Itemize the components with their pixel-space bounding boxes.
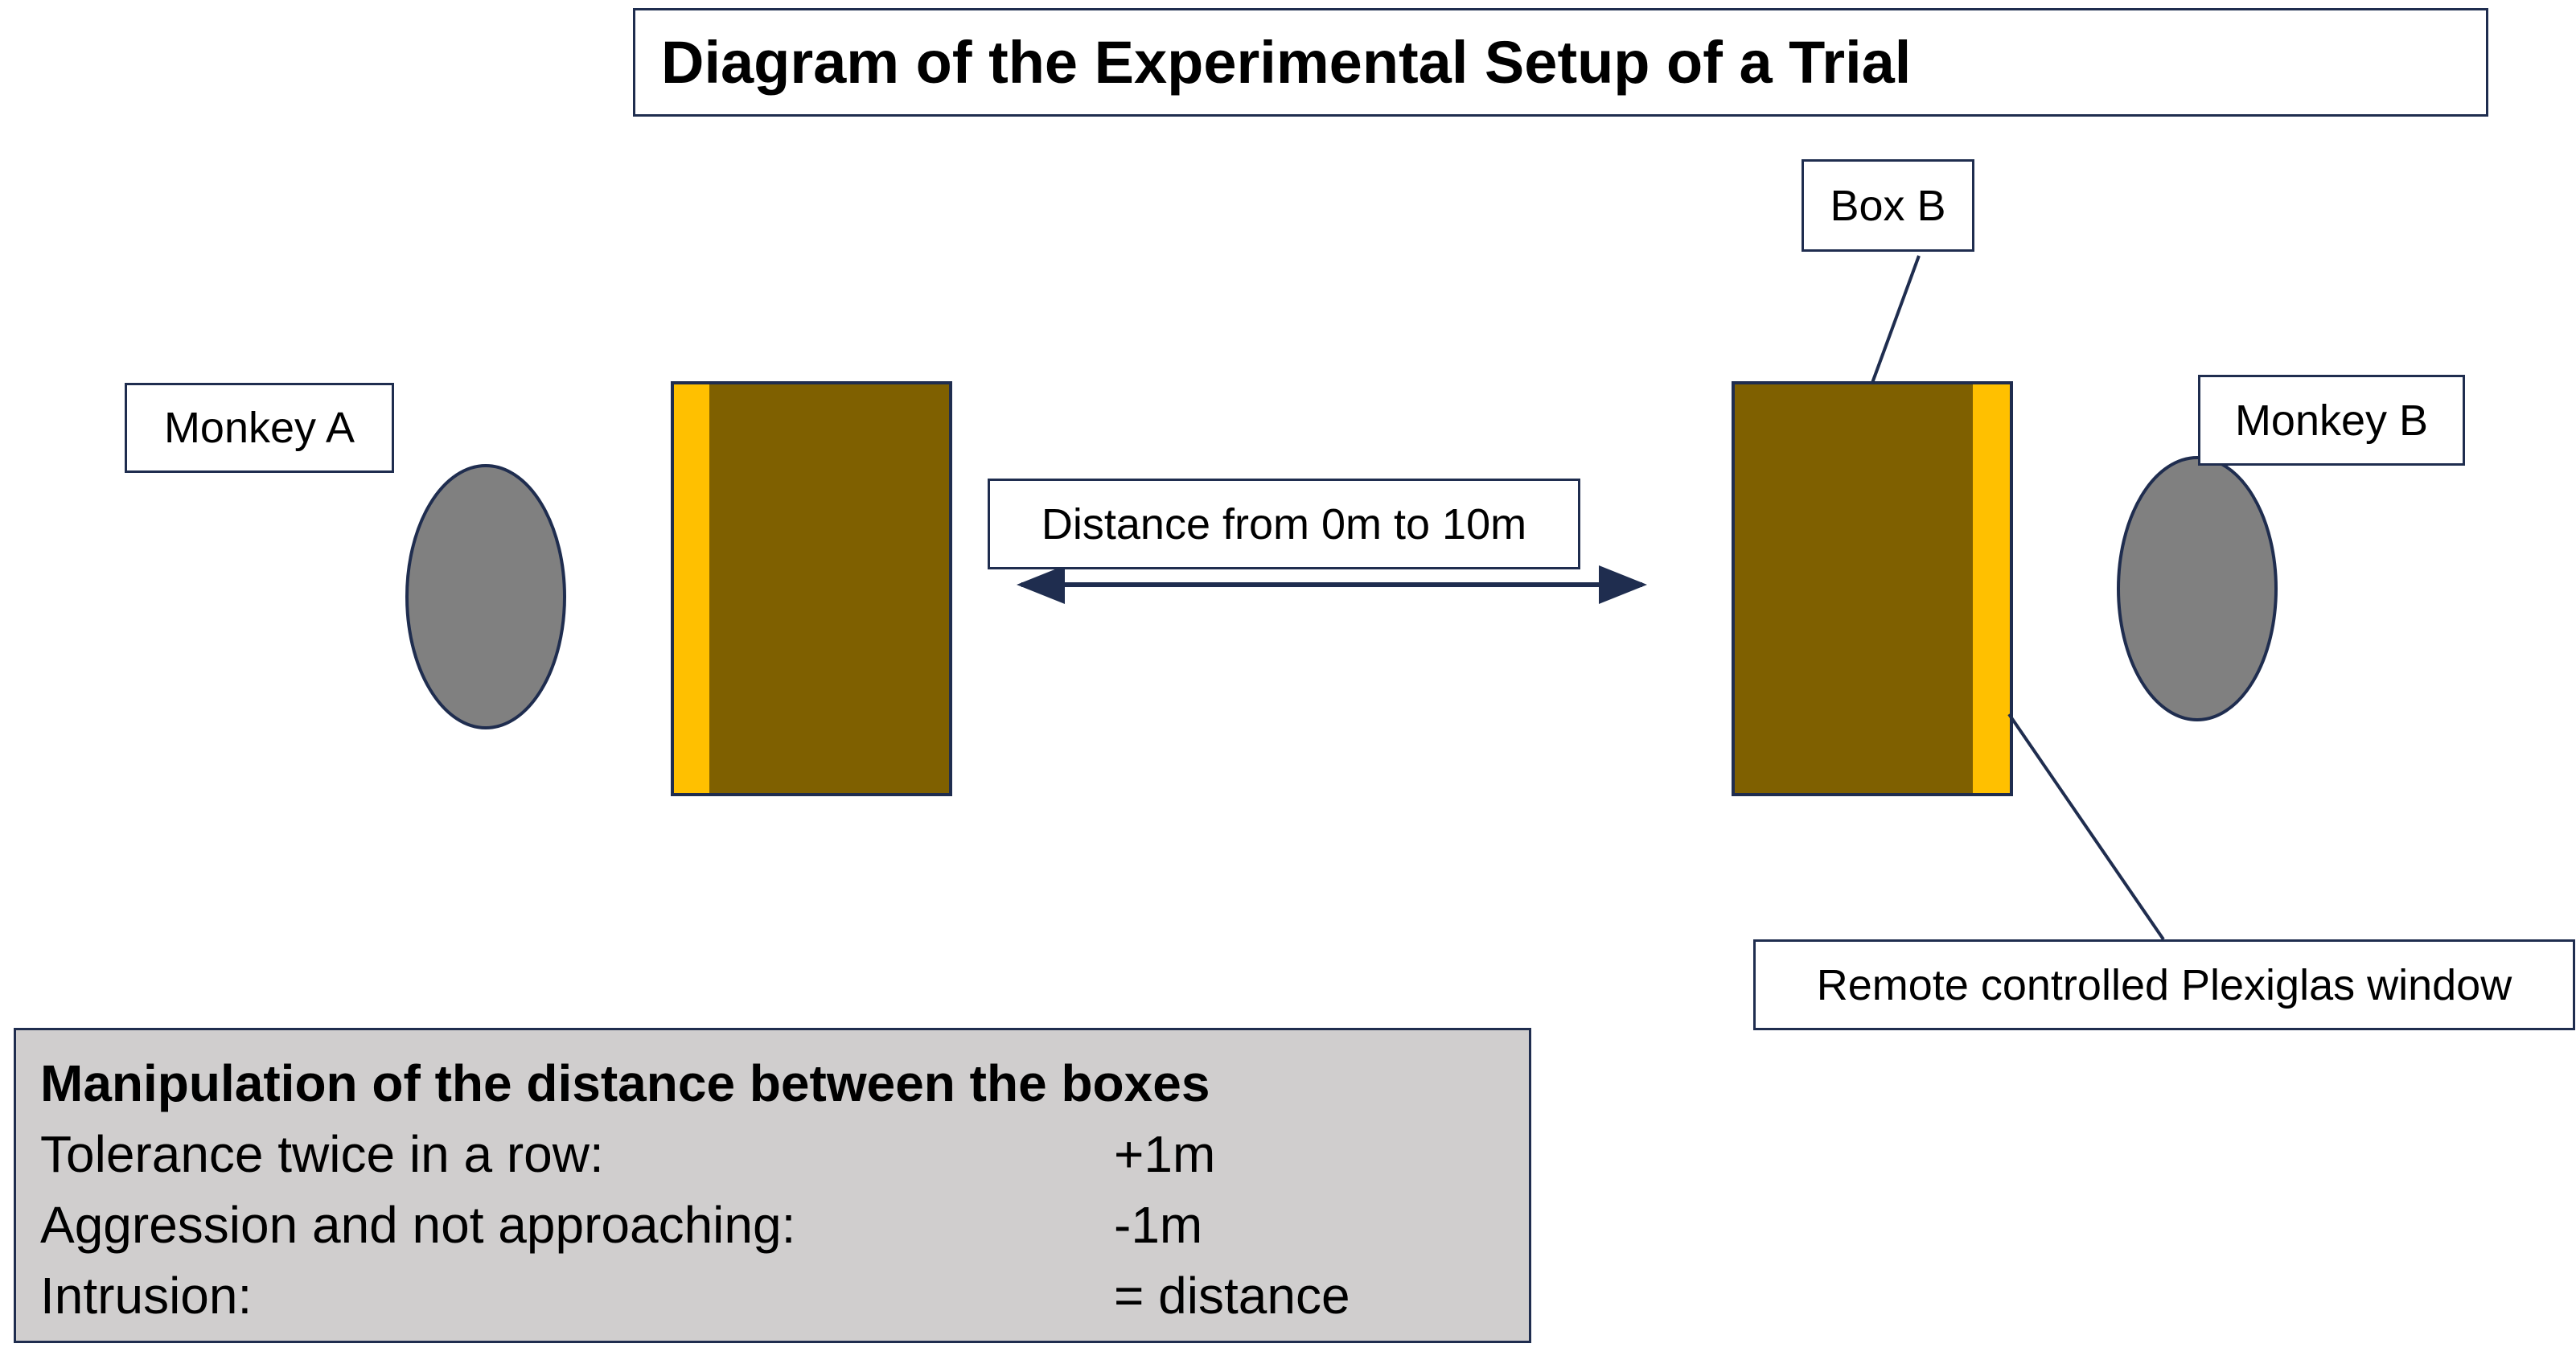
rule-condition: Aggression and not approaching: (40, 1196, 796, 1254)
rule-value: +1m (1114, 1125, 1216, 1183)
box-b-leader-line (1871, 255, 1921, 384)
monkey-a-shape (405, 464, 566, 729)
box-b-label: Box B (1802, 159, 1974, 252)
diagram-title: Diagram of the Experimental Setup of a T… (633, 8, 2488, 117)
window-leader-line (2007, 713, 2165, 941)
box-a (671, 381, 952, 796)
box-a-window (672, 383, 709, 795)
rule-condition: Intrusion: (40, 1267, 253, 1325)
rule-row: Aggression and not approaching: -1m (40, 1189, 1529, 1260)
box-b (1732, 381, 2013, 796)
rule-value: -1m (1114, 1196, 1203, 1254)
distance-rules-panel: Manipulation of the distance between the… (14, 1028, 1531, 1343)
monkey-b-shape (2117, 456, 2278, 721)
plexiglas-window-label: Remote controlled Plexiglas window (1753, 939, 2575, 1030)
box-b-window (1973, 383, 2011, 795)
rule-condition: Tolerance twice in a row: (40, 1125, 604, 1183)
rule-value: = distance (1114, 1267, 1350, 1325)
rule-row: Tolerance twice in a row: +1m (40, 1119, 1529, 1189)
rule-row: Intrusion: = distance (40, 1260, 1529, 1331)
monkey-a-label: Monkey A (125, 383, 394, 473)
rules-heading: Manipulation of the distance between the… (40, 1054, 1210, 1112)
distance-label: Distance from 0m to 10m (988, 479, 1580, 569)
monkey-b-label: Monkey B (2198, 375, 2465, 466)
